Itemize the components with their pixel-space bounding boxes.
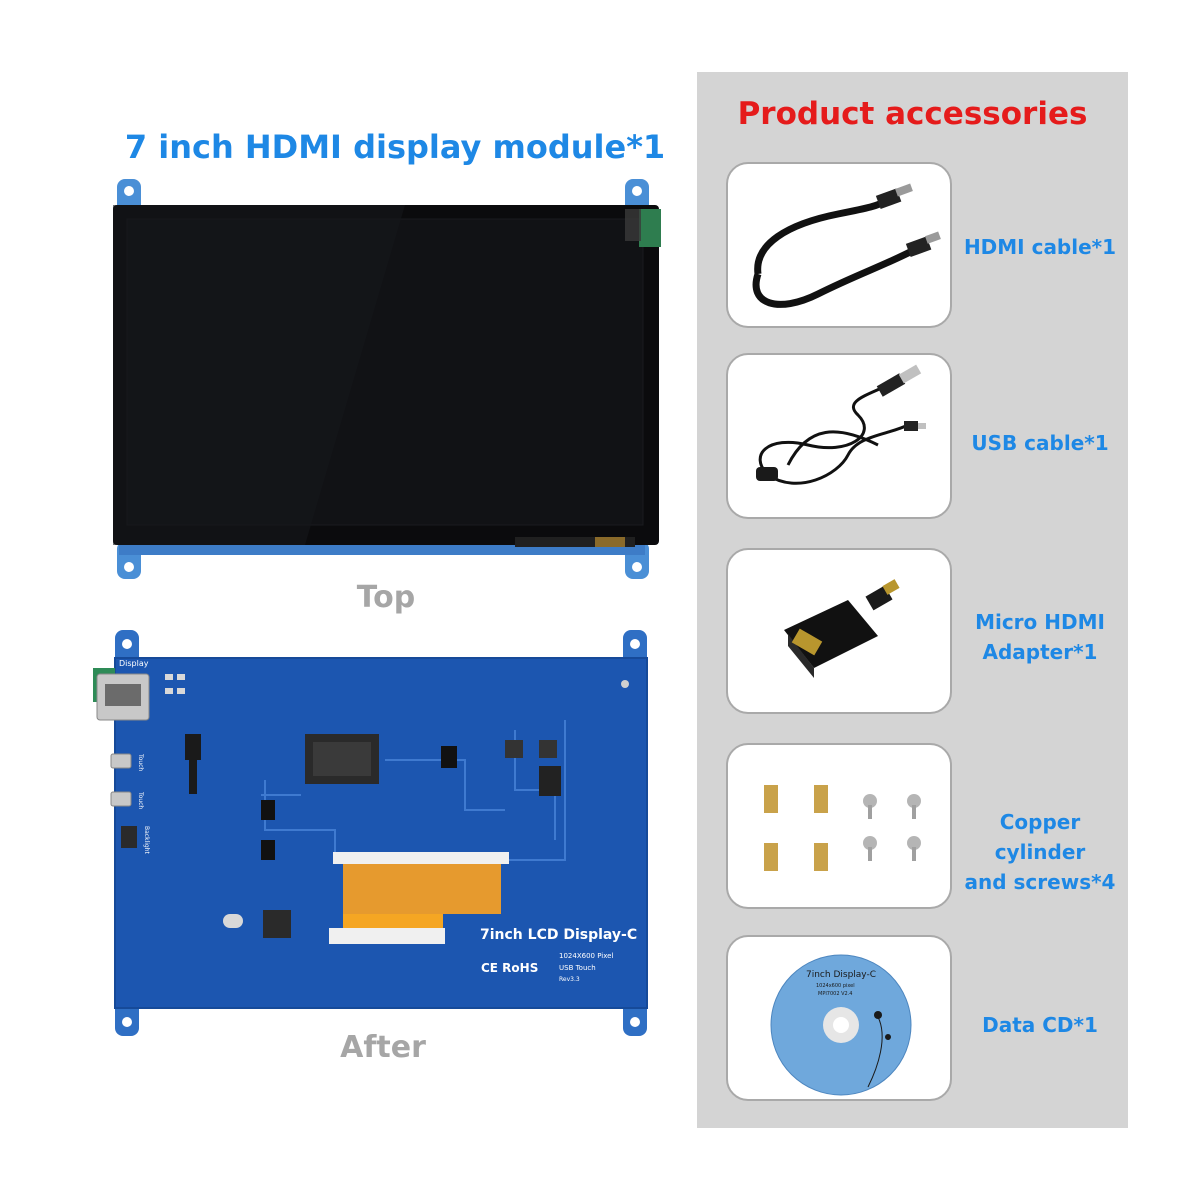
copper-cylinder (764, 785, 778, 813)
data-cd-image: 7inch Display-C 1024x600 pixel MPI7002 V… (770, 954, 912, 1096)
usb-port (110, 753, 132, 769)
film-tab (639, 209, 661, 247)
hdmi-cable-label: HDMI cable*1 (963, 235, 1117, 259)
usb-cable-image (756, 364, 926, 485)
display-top-view-image (113, 179, 661, 579)
micro-hdmi-adapter-label: Micro HDMI Adapter*1 (975, 610, 1105, 664)
accessories-title: Product accessories (737, 96, 1088, 132)
usb-port (110, 791, 132, 807)
top-view-label: Top (356, 580, 416, 615)
usb-cable-card (726, 353, 952, 519)
board-marks: CE RoHS (481, 961, 538, 975)
hdmi-cable-card (726, 162, 952, 328)
display-back-view-image: Display 7inch LCD Display-C CE RoHS 1024… (93, 630, 648, 1036)
micro-hdmi-adapter-image (784, 579, 900, 678)
touch-port-label: Touch (137, 753, 144, 771)
copper-cylinder (814, 843, 828, 871)
cd-subtitle: 1024x600 pixel (816, 983, 855, 989)
copper-cylinder (764, 843, 778, 871)
copper-screws-image (764, 785, 921, 871)
board-resolution: 1024X600 Pixel (559, 952, 613, 960)
screw (907, 794, 921, 808)
backlight-label: Backlight (143, 826, 150, 855)
touch-port-label-2: Touch (137, 791, 144, 809)
copper-cylinder (814, 785, 828, 813)
micro-hdmi-adapter-card (726, 548, 952, 714)
screw (863, 794, 877, 808)
after-view-label: After (340, 1030, 426, 1065)
cd-title: 7inch Display-C (806, 970, 876, 980)
flex-cable (343, 864, 501, 914)
pcb-board (115, 658, 647, 1008)
data-cd-card: 7inch Display-C 1024x600 pixel MPI7002 V… (726, 935, 952, 1101)
copper-screws-card (726, 743, 952, 909)
board-rev: Rev3.3 (559, 976, 580, 983)
hdmi-cable-image (752, 183, 941, 308)
fpc-connector (333, 852, 509, 864)
main-title: 7 inch HDMI display module*1 (124, 128, 666, 166)
backlight-switch (121, 826, 137, 848)
board-name: 7inch LCD Display-C (480, 927, 637, 943)
usb-cable-label: USB cable*1 (971, 431, 1109, 455)
copper-screws-label: Copper cylinder and screws*4 (964, 810, 1116, 894)
board-touch: USB Touch (559, 964, 596, 972)
display-port-label: Display (119, 659, 149, 668)
cd-model: MPI7002 V2.4 (818, 991, 853, 997)
screw (863, 836, 877, 850)
screw (907, 836, 921, 850)
data-cd-label: Data CD*1 (982, 1013, 1098, 1037)
